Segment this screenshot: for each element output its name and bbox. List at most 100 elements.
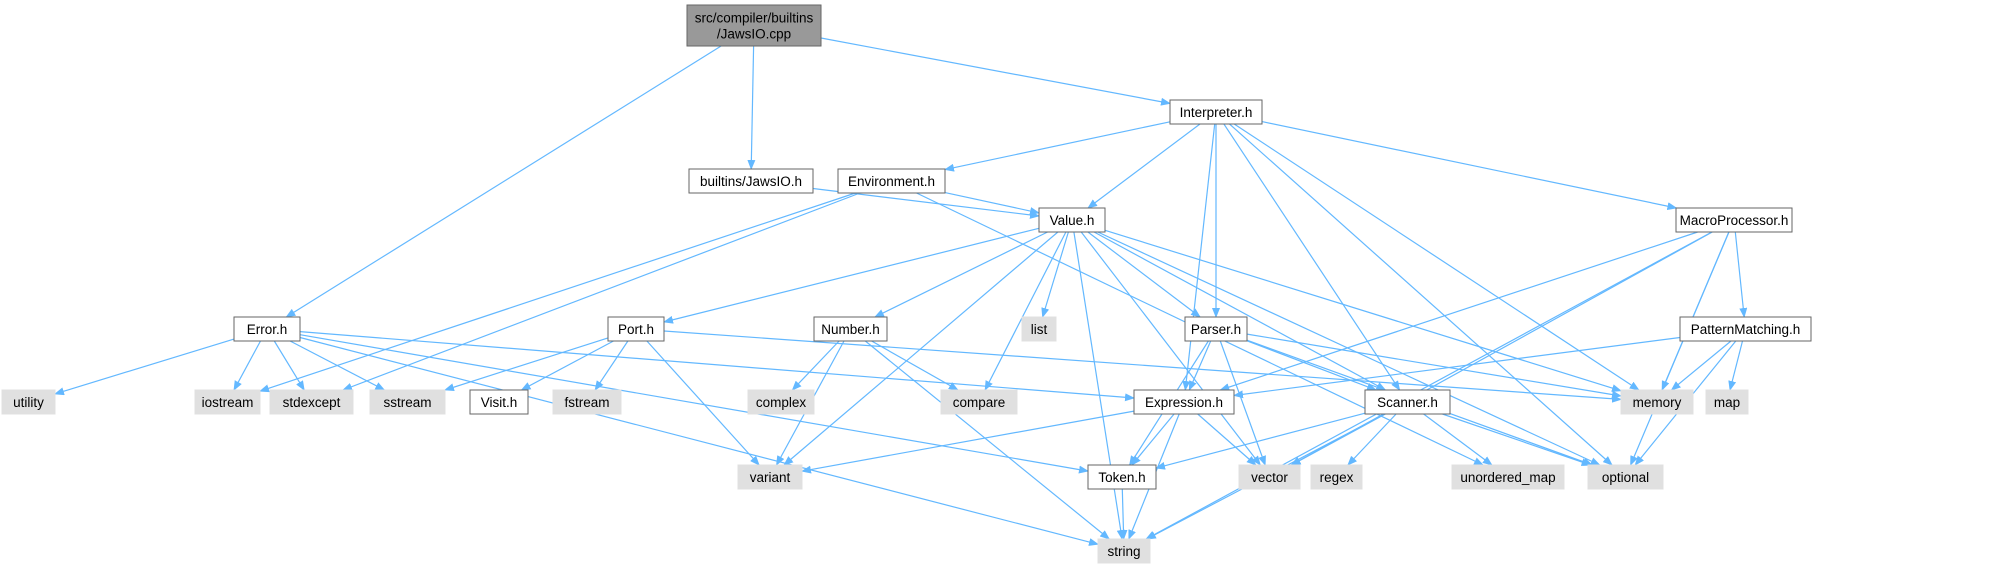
edge-macroprocessor-h-to-optional <box>1630 231 1730 466</box>
edge-macroprocessor-h-to-patternmatching-h <box>1734 231 1748 318</box>
node-error-h[interactable]: Error.h <box>233 316 301 342</box>
node-vector: vector <box>1238 464 1301 490</box>
node-builtins-jawsio-h[interactable]: builtins/JawsIO.h <box>688 168 814 194</box>
node-box <box>469 389 529 415</box>
node-label: map <box>1714 395 1740 410</box>
node-scanner-h[interactable]: Scanner.h <box>1364 389 1451 415</box>
node-box <box>1675 207 1793 233</box>
node-sstream: sstream <box>369 389 446 415</box>
node-box <box>1620 389 1694 415</box>
node-environment-h[interactable]: Environment.h <box>837 168 946 194</box>
node-utility: utility <box>1 389 56 415</box>
node-box <box>1038 207 1106 233</box>
node-box <box>233 316 301 342</box>
node-compare: compare <box>940 389 1018 415</box>
node-complex: complex <box>747 389 815 415</box>
edge-number-h-to-complex <box>791 340 840 391</box>
node-box <box>1184 316 1248 342</box>
edge-root-to-interpreter-h <box>820 37 1171 106</box>
node-label: Environment.h <box>848 174 935 189</box>
edge-expression-h-to-token-h <box>1131 413 1175 466</box>
node-box <box>1310 464 1363 490</box>
edge-value-h-to-memory <box>1104 229 1622 392</box>
node-label: Value.h <box>1050 213 1095 228</box>
edge-error-h-to-expression-h <box>299 331 1135 402</box>
node-box <box>1679 316 1812 342</box>
node-box <box>194 389 261 415</box>
node-box <box>1 389 56 415</box>
node-label: MacroProcessor.h <box>1680 213 1789 228</box>
edge-scanner-h-to-token-h <box>1155 412 1366 470</box>
edge-port-h-to-variant <box>646 340 760 466</box>
edge-patternmatching-h-to-expression-h <box>1233 336 1681 399</box>
node-box <box>737 464 803 490</box>
node-label: variant <box>750 470 791 485</box>
edge-environment-h-to-iostream <box>259 192 856 393</box>
edge-scanner-h-to-unordered-map <box>1423 413 1493 466</box>
node-value-h[interactable]: Value.h <box>1038 207 1106 233</box>
node-port-h[interactable]: Port.h <box>607 316 665 342</box>
node-box <box>813 316 888 342</box>
node-string: string <box>1097 538 1151 564</box>
node-number-h[interactable]: Number.h <box>813 316 888 342</box>
edge-error-h-to-utility <box>54 338 235 396</box>
node-label: Parser.h <box>1191 322 1241 337</box>
node-label: Token.h <box>1098 470 1145 485</box>
node-box <box>1705 389 1749 415</box>
node-regex: regex <box>1310 464 1363 490</box>
edge-macroprocessor-h-to-expression-h <box>1219 231 1698 391</box>
edge-number-h-to-compare <box>871 340 959 391</box>
node-root[interactable]: src/compiler/builtins/JawsIO.cpp <box>686 4 822 47</box>
edge-error-h-to-stdexcept <box>273 340 305 391</box>
node-label: Error.h <box>247 322 288 337</box>
node-optional: optional <box>1587 464 1664 490</box>
edge-root-to-error-h <box>285 45 722 318</box>
edge-value-h-to-vector <box>1080 231 1261 466</box>
node-box <box>269 389 354 415</box>
node-box <box>607 316 665 342</box>
node-label: PatternMatching.h <box>1691 322 1801 337</box>
node-macroprocessor-h[interactable]: MacroProcessor.h <box>1675 207 1793 233</box>
node-label: optional <box>1602 470 1649 485</box>
node-label: stdexcept <box>283 395 341 410</box>
edge-expression-h-to-variant <box>801 410 1135 474</box>
node-label: Expression.h <box>1145 395 1223 410</box>
node-interpreter-h[interactable]: Interpreter.h <box>1169 99 1263 125</box>
edge-value-h-to-optional <box>1097 231 1601 466</box>
node-token-h[interactable]: Token.h <box>1087 464 1157 490</box>
edge-parser-h-to-vector <box>1219 340 1266 466</box>
edge-value-h-to-port-h <box>663 227 1040 324</box>
node-label: complex <box>756 395 807 410</box>
node-parser-h[interactable]: Parser.h <box>1184 316 1248 342</box>
node-variant: variant <box>737 464 803 490</box>
node-expression-h[interactable]: Expression.h <box>1133 389 1235 415</box>
node-label: src/compiler/builtins <box>695 11 814 26</box>
node-iostream: iostream <box>194 389 261 415</box>
node-label: Visit.h <box>481 395 518 410</box>
edge-environment-h-to-stdexcept <box>342 192 861 391</box>
node-box <box>1587 464 1664 490</box>
edge-interpreter-h-to-environment-h <box>944 121 1171 172</box>
node-patternmatching-h[interactable]: PatternMatching.h <box>1679 316 1812 342</box>
edge-error-h-to-sstream <box>289 340 386 391</box>
edge-value-h-to-scanner-h <box>1093 231 1387 391</box>
node-box <box>686 4 822 47</box>
node-label: memory <box>1633 395 1682 410</box>
edge-value-h-to-variant <box>783 231 1059 466</box>
edge-interpreter-h-to-expression-h <box>1182 123 1216 391</box>
node-label: Scanner.h <box>1377 395 1438 410</box>
node-box <box>688 168 814 194</box>
node-map: map <box>1705 389 1749 415</box>
node-box <box>1169 99 1263 125</box>
node-label: compare <box>953 395 1006 410</box>
node-box <box>1238 464 1301 490</box>
edge-token-h-to-string <box>1119 488 1128 540</box>
edge-environment-h-to-value-h <box>944 192 1040 215</box>
node-visit-h[interactable]: Visit.h <box>469 389 529 415</box>
edge-expression-h-to-vector <box>1197 413 1257 466</box>
edge-parser-h-to-memory <box>1246 333 1622 399</box>
edge-patternmatching-h-to-map <box>1728 340 1744 391</box>
node-box <box>1087 464 1157 490</box>
node-label: Number.h <box>821 322 880 337</box>
edge-port-h-to-sstream <box>444 337 609 392</box>
